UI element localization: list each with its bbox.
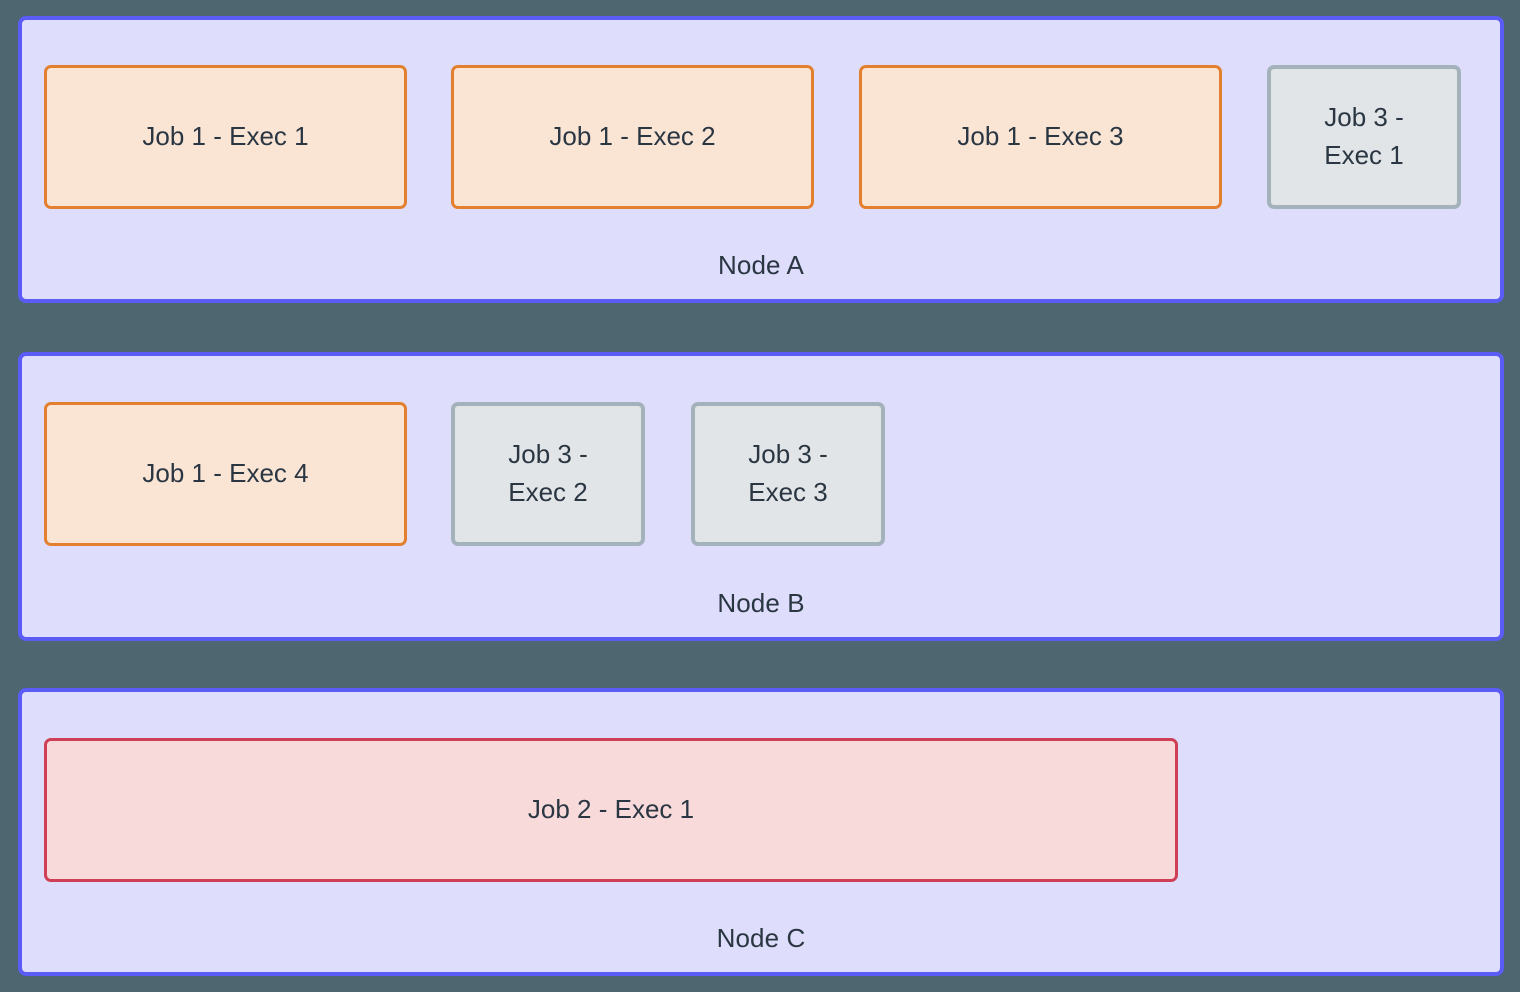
- node-container-b[interactable]: Job 1 - Exec 4 Job 3 - Exec 2 Job 3 - Ex…: [18, 352, 1504, 641]
- node-label-a: Node A: [718, 250, 804, 280]
- executor-label: Job 3 - Exec 2: [508, 439, 588, 507]
- node-label-b: Node B: [717, 588, 805, 618]
- executor-box-job1-exec2[interactable]: Job 1 - Exec 2: [451, 65, 814, 209]
- executor-box-job3-exec2[interactable]: Job 3 - Exec 2: [451, 402, 645, 546]
- executor-label: Job 3 - Exec 3: [748, 439, 828, 507]
- executor-label: Job 1 - Exec 3: [957, 121, 1124, 152]
- executor-box-job3-exec3[interactable]: Job 3 - Exec 3: [691, 402, 885, 546]
- node-label-c: Node C: [716, 923, 806, 953]
- executor-box-job1-exec3[interactable]: Job 1 - Exec 3: [859, 65, 1222, 209]
- executor-label: Job 1 - Exec 4: [142, 458, 309, 489]
- executor-box-job3-exec1[interactable]: Job 3 - Exec 1: [1267, 65, 1461, 209]
- node-container-c[interactable]: Job 2 - Exec 1 Node C: [18, 688, 1504, 976]
- node-container-a[interactable]: Job 1 - Exec 1 Job 1 - Exec 2 Job 1 - Ex…: [18, 16, 1504, 303]
- executor-box-job2-exec1[interactable]: Job 2 - Exec 1: [44, 738, 1178, 882]
- executor-label: Job 1 - Exec 2: [549, 121, 716, 152]
- executor-label: Job 3 - Exec 1: [1324, 102, 1404, 170]
- executor-box-job1-exec4[interactable]: Job 1 - Exec 4: [44, 402, 407, 546]
- executor-label: Job 2 - Exec 1: [527, 794, 695, 825]
- executor-box-job1-exec1[interactable]: Job 1 - Exec 1: [44, 65, 407, 209]
- executor-label: Job 1 - Exec 1: [142, 121, 309, 152]
